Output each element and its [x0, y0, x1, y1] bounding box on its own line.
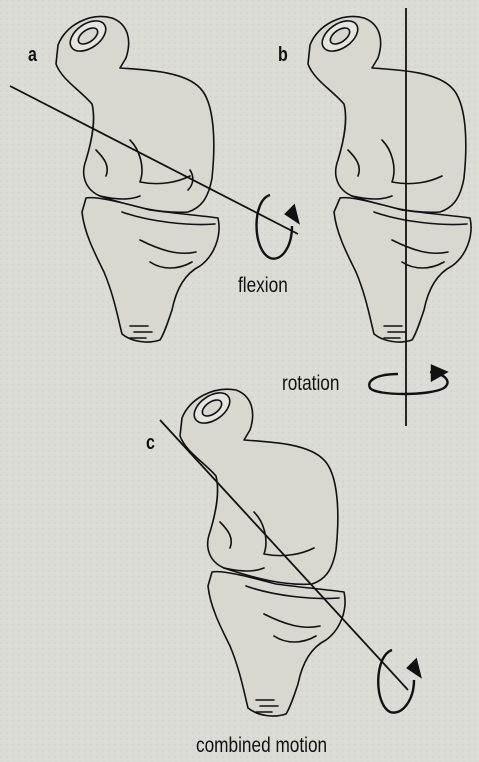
panel-label-b: b: [278, 44, 288, 67]
caption-flexion: flexion: [238, 274, 288, 298]
caption-rotation: rotation: [282, 372, 339, 396]
caption-combined-motion: combined motion: [196, 734, 327, 758]
panel-label-a: a: [28, 44, 37, 67]
panel-label-c: c: [146, 432, 155, 455]
